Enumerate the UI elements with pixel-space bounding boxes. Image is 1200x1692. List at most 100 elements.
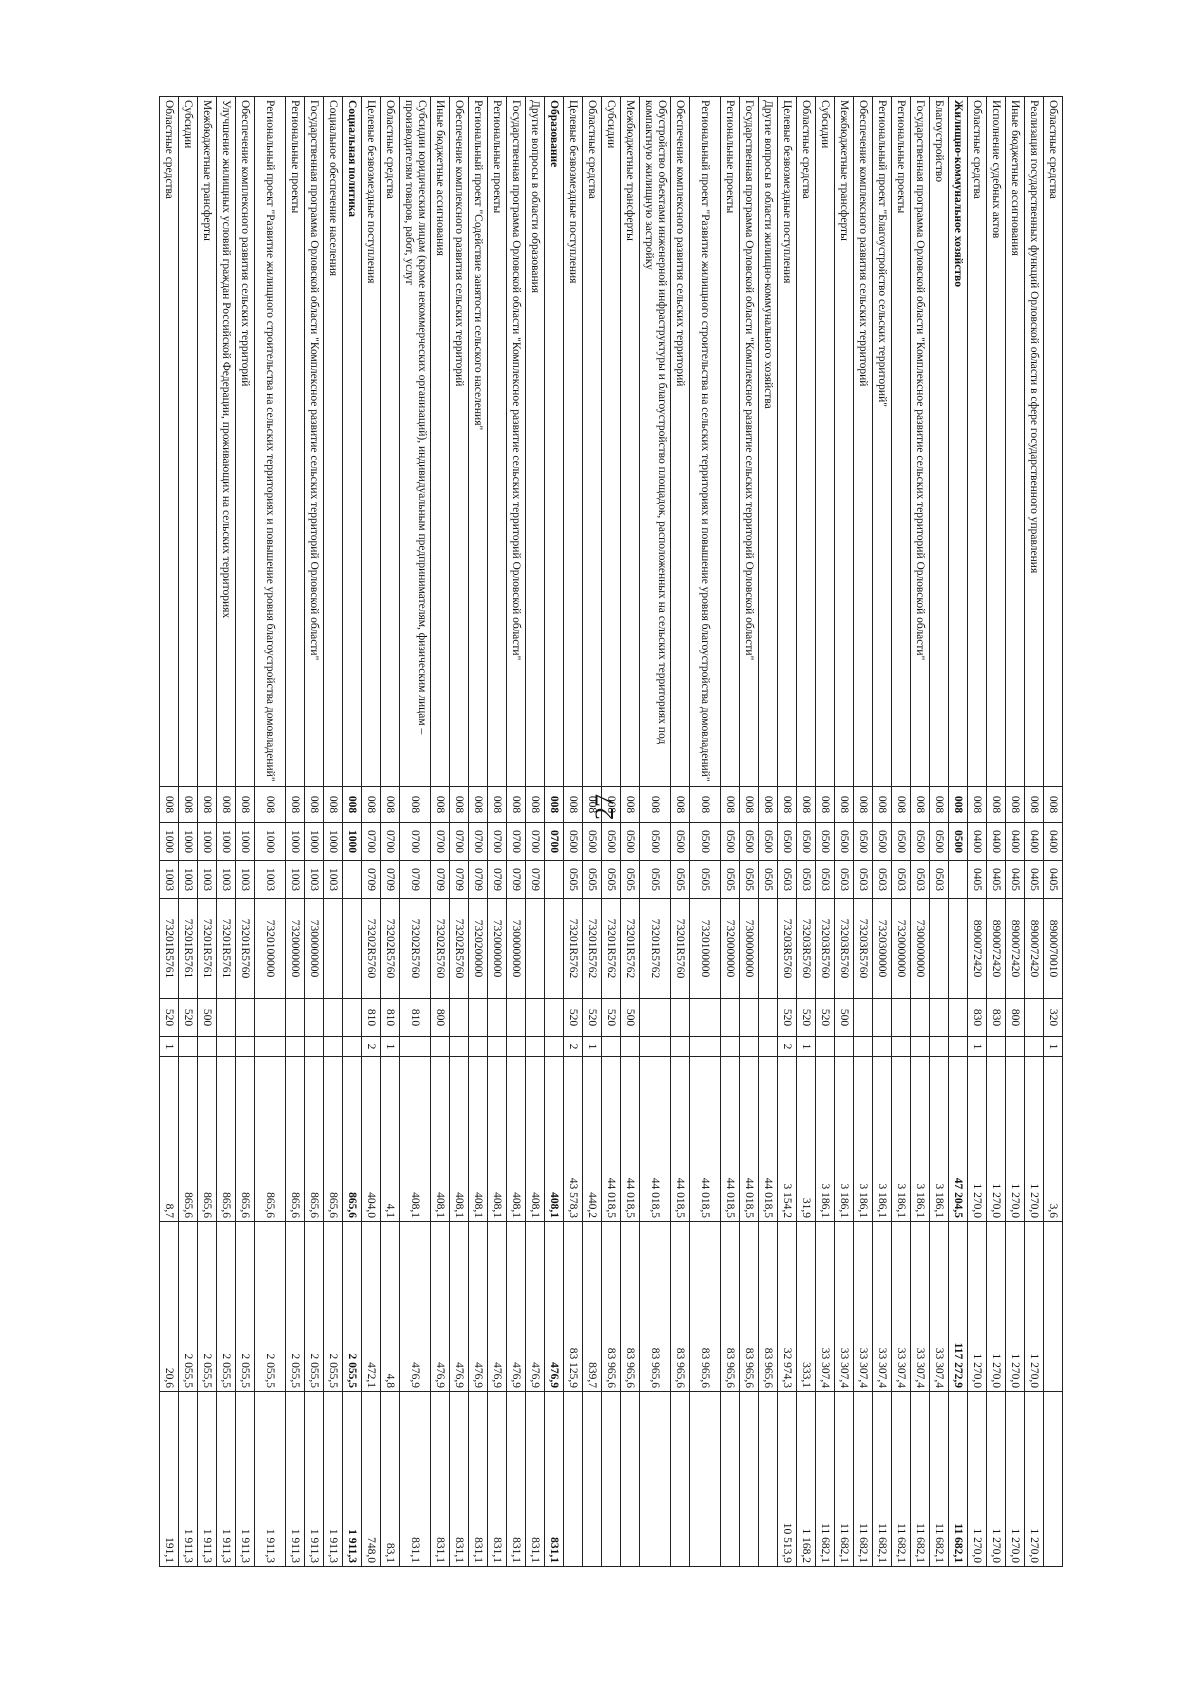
source-code (323, 1036, 343, 1057)
table-row: Субсидии юридическим лицам (кроме некомм… (399, 96, 431, 1567)
amount-year-3: 1 911,3 (178, 1391, 198, 1567)
ministry-code: 008 (544, 786, 564, 823)
amount-year-2: 83 965,6 (639, 1221, 671, 1392)
subsection-code (342, 860, 362, 899)
ministry-code: 008 (670, 786, 690, 823)
expense-kind-code: 520 (178, 998, 198, 1037)
section-code: 0500 (739, 822, 759, 861)
ministry-code: 008 (620, 786, 640, 823)
row-name: Областные средства (582, 96, 602, 787)
amount-year-3: 1 911,3 (285, 1391, 305, 1567)
amount-year-3: 1 911,3 (216, 1391, 236, 1567)
ministry-code: 008 (739, 786, 759, 823)
amount-year-3: 11 682,1 (815, 1391, 835, 1567)
expense-kind-code (758, 998, 778, 1037)
amount-year-1: 44 018,5 (739, 1056, 759, 1222)
target-article-code (758, 898, 778, 999)
amount-year-3 (582, 1391, 602, 1567)
expense-kind-code: 800 (1005, 998, 1025, 1037)
source-code (342, 1036, 362, 1057)
amount-year-2: 2 055,5 (285, 1221, 305, 1392)
expense-kind-code: 500 (620, 998, 640, 1037)
row-name: Государственная программа Орловской обла… (506, 96, 526, 787)
expense-kind-code (216, 998, 236, 1037)
section-code: 0500 (639, 822, 671, 861)
ministry-code: 008 (582, 786, 602, 823)
amount-year-1: 3 154,2 (777, 1056, 797, 1222)
expense-kind-code (342, 998, 362, 1037)
amount-year-3: 11 682,1 (834, 1391, 854, 1567)
section-code: 0500 (853, 822, 873, 861)
source-code (601, 1036, 621, 1057)
amount-year-3: 831,1 (506, 1391, 526, 1567)
section-code: 0500 (929, 822, 949, 861)
amount-year-3: 11 682,1 (891, 1391, 911, 1567)
amount-year-3: 831,1 (399, 1391, 431, 1567)
ministry-code: 008 (563, 786, 583, 823)
subsection-code: 0709 (468, 860, 488, 899)
target-article-code (323, 898, 343, 999)
amount-year-1: 865,6 (323, 1056, 343, 1222)
target-article-code: 7300000000 (506, 898, 526, 999)
table-row: Другие вопросы в области жилищно-коммуна… (758, 96, 778, 1567)
ministry-code: 008 (525, 786, 545, 823)
amount-year-1: 865,6 (216, 1056, 236, 1222)
amount-year-1: 47 204,5 (948, 1056, 968, 1222)
row-name: Межбюджетные трансферты (197, 96, 217, 787)
source-code (235, 1036, 255, 1057)
amount-year-3: 1 270,0 (1024, 1391, 1044, 1567)
row-name: Областные средства (1043, 96, 1063, 787)
target-article-code: 7300000000 (910, 898, 930, 999)
subsection-code: 1003 (178, 860, 198, 899)
section-code: 0500 (620, 822, 640, 861)
amount-year-3: 1 911,3 (197, 1391, 217, 1567)
row-name: Региональные проекты (891, 96, 911, 787)
amount-year-2: 117 272,9 (948, 1221, 968, 1392)
amount-year-3: 831,1 (468, 1391, 488, 1567)
target-article-code: 73203R5760 (777, 898, 797, 999)
table-row: Обеспечение комплексного развития сельск… (235, 96, 255, 1567)
row-name: Субсидии (178, 96, 198, 787)
subsection-code: 0709 (380, 860, 400, 899)
subsection-code: 0709 (361, 860, 381, 899)
row-name: Целевые безвозмездные поступления (563, 96, 583, 787)
amount-year-2: 2 055,5 (235, 1221, 255, 1392)
ministry-code: 008 (948, 786, 968, 823)
source-code (948, 1036, 968, 1057)
amount-year-3: 1 911,3 (342, 1391, 362, 1567)
ministry-code: 008 (986, 786, 1006, 823)
subsection-code: 1003 (285, 860, 305, 899)
source-code (399, 1036, 431, 1057)
amount-year-3: 831,1 (487, 1391, 507, 1567)
subsection-code: 0709 (399, 860, 431, 899)
amount-year-2: 83 965,6 (739, 1221, 759, 1392)
row-name: Субсидии (815, 96, 835, 787)
source-code: 1 (1043, 1036, 1063, 1057)
target-article-code (342, 898, 362, 999)
expense-kind-code (1024, 998, 1044, 1037)
target-article-code: 73202R5760 (449, 898, 469, 999)
table-row: Региональный проект "Развитие жилищного … (689, 96, 721, 1567)
subsection-code: 0505 (720, 860, 740, 899)
source-code (639, 1036, 671, 1057)
ministry-code: 008 (777, 786, 797, 823)
amount-year-1: 865,6 (304, 1056, 324, 1222)
table-row: Обеспечение комплексного развития сельск… (449, 96, 469, 1567)
ministry-code: 008 (815, 786, 835, 823)
subsection-code: 0405 (1043, 860, 1063, 899)
ministry-code: 008 (639, 786, 671, 823)
amount-year-3 (639, 1391, 671, 1567)
subsection-code: 0503 (872, 860, 892, 899)
amount-year-2: 33 307,4 (834, 1221, 854, 1392)
amount-year-3 (563, 1391, 583, 1567)
table-row: Обеспечение комплексного развития сельск… (853, 96, 873, 1567)
section-code: 0500 (777, 822, 797, 861)
section-code: 0500 (872, 822, 892, 861)
expense-kind-code (525, 998, 545, 1037)
